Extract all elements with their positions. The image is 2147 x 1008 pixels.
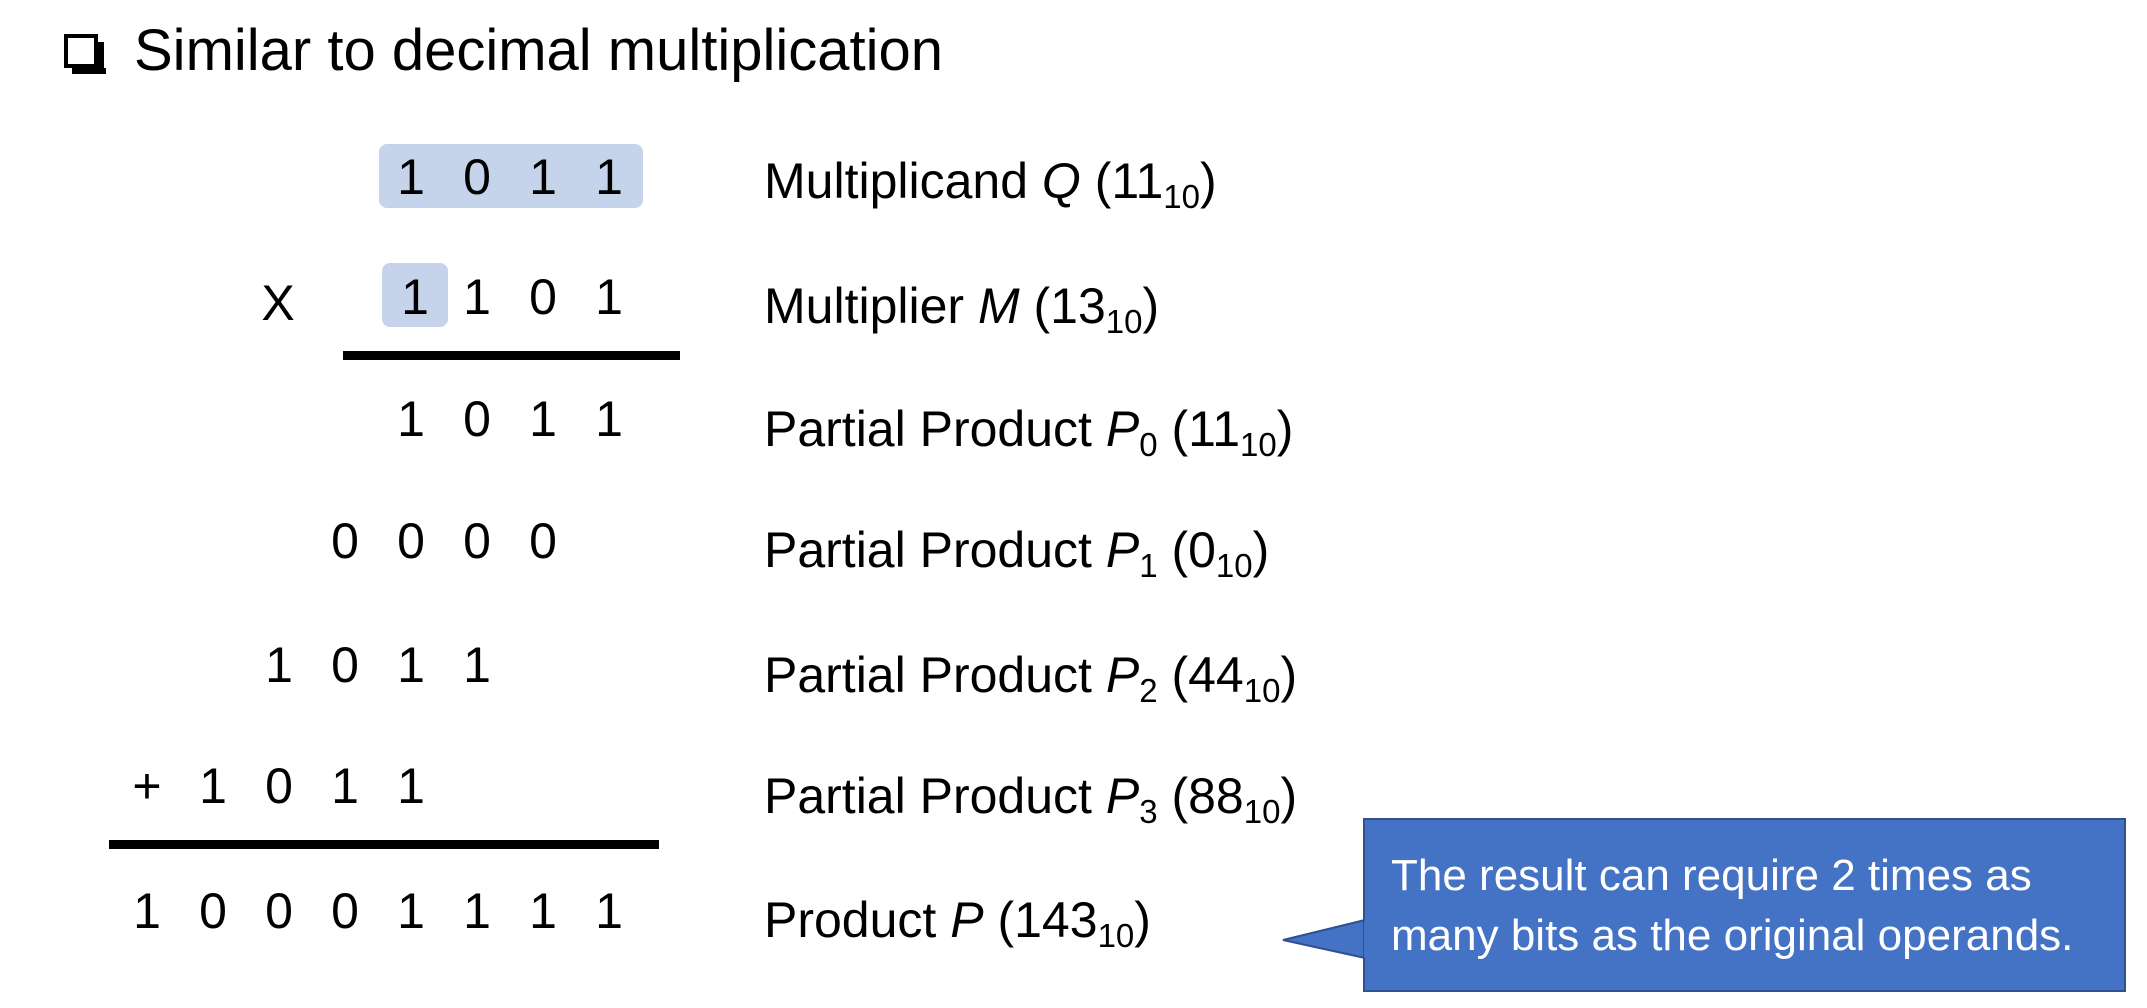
- multiplicand-highlight: [379, 144, 643, 208]
- partial-p0-digit: 0: [463, 391, 491, 447]
- multiplicand-digit: 1: [529, 149, 557, 205]
- callout-text: The result can require 2 times as many b…: [1391, 851, 2074, 960]
- sum-rule: [109, 840, 659, 849]
- multiplicand-label: Multiplicand Q (1110): [764, 153, 1217, 215]
- multiplicand-digit: 1: [595, 149, 623, 205]
- callout-box: The result can require 2 times as many b…: [1363, 818, 2126, 992]
- partial-p1-digit: 0: [331, 513, 359, 569]
- product-digit: 0: [199, 883, 227, 939]
- partial-p1-digit: 0: [397, 513, 425, 569]
- multiplier-digit: 1: [463, 269, 491, 325]
- partial-p3-digit: 0: [265, 758, 293, 814]
- partial-p0-digit: 1: [529, 391, 557, 447]
- partial-p2-label: Partial Product P2 (4410): [764, 647, 1298, 709]
- partial-p0-label: Partial Product P0 (1110): [764, 401, 1294, 463]
- multiplier-digit: 0: [529, 269, 557, 325]
- product-digit: 0: [265, 883, 293, 939]
- partial-p2-digit: 1: [265, 637, 293, 693]
- partial-p1-digit: 0: [529, 513, 557, 569]
- product-label: Product P (14310): [764, 892, 1151, 954]
- partial-p3-digit: 1: [331, 758, 359, 814]
- product-digit: 1: [529, 883, 557, 939]
- multiplier-msb-highlight: [382, 263, 448, 327]
- operand-rule: [343, 351, 680, 360]
- partial-p2-digit: 0: [331, 637, 359, 693]
- product-digit: 0: [331, 883, 359, 939]
- product-digit: 1: [463, 883, 491, 939]
- title-row: Similar to decimal multiplication: [64, 16, 943, 86]
- partial-p1-digit: 0: [463, 513, 491, 569]
- multiplier-digit: 1: [401, 269, 429, 325]
- product-digit: 1: [595, 883, 623, 939]
- multiply-sign: X: [261, 275, 295, 331]
- partial-p0-digit: 1: [397, 391, 425, 447]
- partial-p3-digit: 1: [199, 758, 227, 814]
- partial-p3-digit: 1: [397, 758, 425, 814]
- multiplicand-digit: 0: [463, 149, 491, 205]
- multiplicand-digit: 1: [397, 149, 425, 205]
- partial-p1-label: Partial Product P1 (010): [764, 522, 1270, 584]
- checkbox-bullet-icon: [64, 34, 106, 74]
- partial-p2-digit: 1: [463, 637, 491, 693]
- multiplier-label: Multiplier M (1310): [764, 278, 1160, 340]
- partial-p2-digit: 1: [397, 637, 425, 693]
- slide-title: Similar to decimal multiplication: [134, 18, 944, 83]
- product-digit: 1: [397, 883, 425, 939]
- plus-sign: +: [132, 758, 162, 814]
- multiplier-digit: 1: [595, 269, 623, 325]
- partial-p3-label: Partial Product P3 (8810): [764, 768, 1298, 830]
- product-digit: 1: [133, 883, 161, 939]
- partial-p0-digit: 1: [595, 391, 623, 447]
